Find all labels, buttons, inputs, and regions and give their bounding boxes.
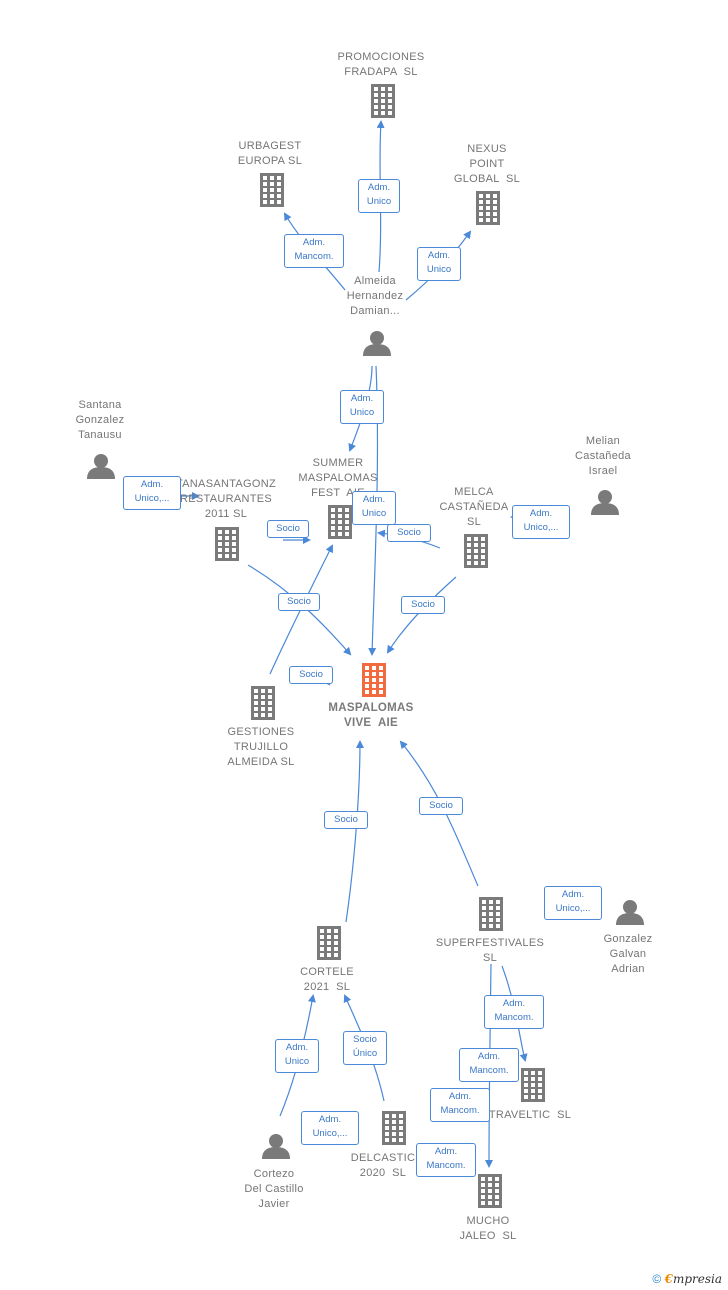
building-icon[interactable] <box>464 534 488 573</box>
relation-label: Adm. Unico <box>340 390 384 424</box>
node-label-maspalomas[interactable]: MASPALOMAS VIVE AIE <box>328 702 414 729</box>
building-icon[interactable] <box>382 1111 406 1150</box>
node-label-almeida[interactable]: Almeida Hernandez Damian... <box>346 275 404 317</box>
relation-label: Socio <box>401 596 445 614</box>
node-label-promociones[interactable]: PROMOCIONES FRADAPA SL <box>337 51 425 78</box>
building-icon[interactable] <box>328 505 352 544</box>
relation-label: Adm. Unico,... <box>301 1111 359 1145</box>
node-label-cortezo[interactable]: Cortezo Del Castillo Javier <box>244 1168 304 1210</box>
building-icon[interactable] <box>476 191 500 230</box>
relation-label: Adm. Mancom. <box>430 1088 490 1122</box>
relation-label: Adm. Unico,... <box>123 476 181 510</box>
relation-label: Adm. Mancom. <box>459 1048 519 1082</box>
node-label-nexus[interactable]: NEXUS POINT GLOBAL SL <box>453 143 521 185</box>
person-icon[interactable] <box>591 489 619 520</box>
building-icon[interactable] <box>371 84 395 123</box>
building-icon[interactable] <box>260 173 284 212</box>
building-icon[interactable] <box>251 686 275 725</box>
node-label-tanasantagonz[interactable]: TANASANTAGONZ RESTAURANTES 2011 SL <box>175 478 277 520</box>
relation-label: Socio <box>387 524 431 542</box>
relation-label: Adm. Unico <box>358 179 400 213</box>
node-label-mucho[interactable]: MUCHO JALEO SL <box>459 1215 517 1242</box>
relation-label: Adm. Unico <box>275 1039 319 1073</box>
relation-label: Adm. Unico,... <box>512 505 570 539</box>
person-icon[interactable] <box>87 453 115 484</box>
copyright-symbol: © <box>652 1272 662 1286</box>
person-icon[interactable] <box>262 1133 290 1164</box>
building-icon[interactable] <box>478 1174 502 1213</box>
relation-label: Socio <box>419 797 463 815</box>
relation-label: Socio Único <box>343 1031 387 1065</box>
building-icon[interactable] <box>479 897 503 936</box>
building-icon[interactable] <box>215 527 239 566</box>
relation-label: Adm. Mancom. <box>284 234 344 268</box>
node-label-gestiones[interactable]: GESTIONES TRUJILLO ALMEIDA SL <box>227 726 295 768</box>
node-label-urbagest[interactable]: URBAGEST EUROPA SL <box>237 140 303 167</box>
relation-label: Adm. Unico <box>417 247 461 281</box>
person-icon[interactable] <box>616 899 644 930</box>
relation-label: Socio <box>278 593 320 611</box>
building-icon[interactable] <box>521 1068 545 1107</box>
node-label-gonzalez[interactable]: Gonzalez Galvan Adrian <box>603 933 653 975</box>
relation-label: Adm. Mancom. <box>484 995 544 1029</box>
node-label-santana[interactable]: Santana Gonzalez Tanausu <box>75 399 125 441</box>
person-icon[interactable] <box>363 330 391 361</box>
node-label-delcastic[interactable]: DELCASTIC 2020 SL <box>350 1152 416 1179</box>
relation-label: Adm. Unico <box>352 491 396 525</box>
building-icon[interactable] <box>362 663 386 702</box>
node-label-superfestivales[interactable]: SUPERFESTIVALES SL <box>435 937 545 964</box>
edge-line <box>386 576 457 654</box>
node-label-summer[interactable]: SUMMER MASPALOMAS FEST AIE <box>298 457 378 499</box>
relation-label: Adm. Unico,... <box>544 886 602 920</box>
brand-logo: €mpresia <box>664 1272 722 1286</box>
node-label-melian[interactable]: Melian Castañeda Israel <box>575 435 631 477</box>
node-label-melca[interactable]: MELCA CASTAÑEDA SL <box>439 486 509 528</box>
relation-label: Adm. Mancom. <box>416 1143 476 1177</box>
node-label-cortele[interactable]: CORTELE 2021 SL <box>300 966 354 993</box>
building-icon[interactable] <box>317 926 341 965</box>
edge-line <box>345 740 364 923</box>
relation-label: Socio <box>267 520 309 538</box>
node-label-traveltic[interactable]: TRAVELTIC SL <box>488 1109 572 1121</box>
relation-label: Socio <box>289 666 333 684</box>
relation-label: Socio <box>324 811 368 829</box>
footer-brand: © €mpresia <box>652 1272 722 1286</box>
